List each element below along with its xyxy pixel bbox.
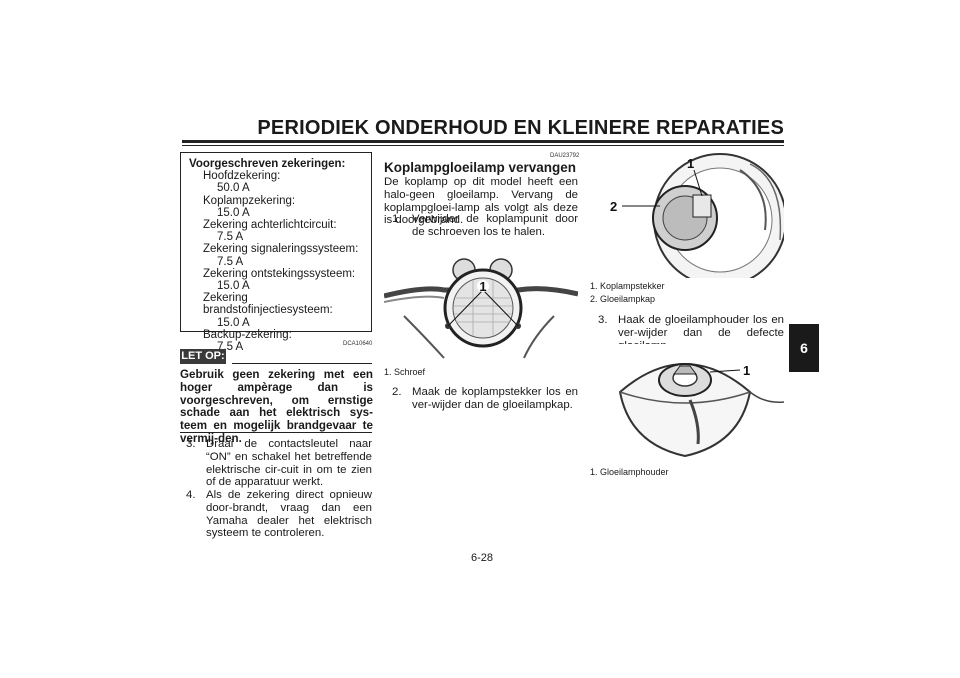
caution-label: LET OP: bbox=[180, 349, 226, 364]
step-item: 3. Draai de contactsleutel naar “ON” en s… bbox=[186, 438, 372, 489]
fuse-value: 15.0 A bbox=[217, 316, 250, 329]
step-text: Draai de contactsleutel naar “ON” en sch… bbox=[206, 438, 372, 489]
figure-caption: 1. Schroef bbox=[384, 367, 426, 377]
step-text: Als de zekering direct opnieuw door-bran… bbox=[206, 489, 372, 540]
fuse-label: Koplampzekering: bbox=[203, 194, 296, 207]
step-number: 1. bbox=[392, 213, 402, 225]
caution-rule bbox=[232, 363, 372, 364]
figure-callout: 1 bbox=[743, 363, 750, 378]
headlight-bulb-cover-figure: 1 2 bbox=[590, 150, 784, 278]
fuse-label: Zekering ontstekingssysteem: bbox=[203, 267, 356, 280]
headlight-screws-figure: 1 bbox=[384, 246, 578, 360]
fuse-label: Zekering signaleringssysteem: bbox=[203, 243, 359, 256]
fuse-value: 50.0 A bbox=[217, 182, 250, 195]
section-intro: De koplamp op dit model heeft een halo-g… bbox=[384, 176, 578, 227]
caution-code: DCA10640 bbox=[343, 341, 373, 347]
bulb-holder-figure: 1 bbox=[590, 344, 784, 462]
step-item: 4. Als de zekering direct opnieuw door-br… bbox=[186, 489, 372, 540]
fuse-label: Zekering achterlichtcircuit: bbox=[203, 219, 337, 232]
figure-caption: 1. Gloeilamphouder bbox=[590, 467, 669, 477]
fuse-value: 15.0 A bbox=[217, 206, 250, 219]
figure-caption: 1. Koplampstekker bbox=[590, 281, 665, 291]
page-header-title: PERIODIEK ONDERHOUD EN KLEINERE REPARATI… bbox=[257, 117, 784, 139]
step-text: Maak de koplampstekker los en ver-wijder… bbox=[412, 386, 578, 411]
step-item: 1. Verwijder de koplampunit door de schro… bbox=[392, 213, 578, 239]
figure-callout: 1 bbox=[479, 279, 486, 294]
step-number: 3. bbox=[598, 314, 608, 326]
header-rule-thick bbox=[182, 140, 784, 143]
figure-callout: 1 bbox=[687, 156, 694, 171]
section-code: DAU23792 bbox=[550, 153, 580, 159]
step-number: 4. bbox=[186, 489, 196, 501]
fuse-spec-box: Voorgeschreven zekeringen: Hoofdzekering… bbox=[180, 152, 372, 353]
fuse-label: Hoofdzekering: bbox=[203, 170, 281, 183]
step-item: 2. Maak de koplampstekker los en ver-wijd… bbox=[392, 386, 578, 412]
header-rule-thin bbox=[182, 145, 784, 146]
page-number: 6-28 bbox=[470, 552, 494, 564]
fuse-box-title: Voorgeschreven zekeringen: bbox=[189, 158, 346, 170]
fuse-label: Backup-zekering: bbox=[203, 328, 292, 341]
section-title: Koplampgloeilamp vervangen bbox=[384, 160, 577, 175]
figure-caption: 2. Gloeilampkap bbox=[590, 294, 656, 304]
step-number: 3. bbox=[186, 438, 196, 450]
fuse-value: 15.0 A bbox=[217, 280, 250, 293]
caution-text: Gebruik geen zekering met een hoger ampè… bbox=[180, 368, 373, 445]
step-number: 2. bbox=[392, 386, 402, 398]
fuse-label: Zekering brandstofinjectiesysteem: bbox=[203, 292, 333, 317]
figure-callout: 2 bbox=[610, 199, 617, 214]
chapter-tab: 6 bbox=[789, 324, 819, 372]
caution-end-rule bbox=[180, 432, 372, 433]
fuse-value: 7.5 A bbox=[217, 255, 244, 268]
fuse-value: 7.5 A bbox=[217, 231, 244, 244]
step-text: Verwijder de koplampunit door de schroev… bbox=[412, 213, 578, 238]
